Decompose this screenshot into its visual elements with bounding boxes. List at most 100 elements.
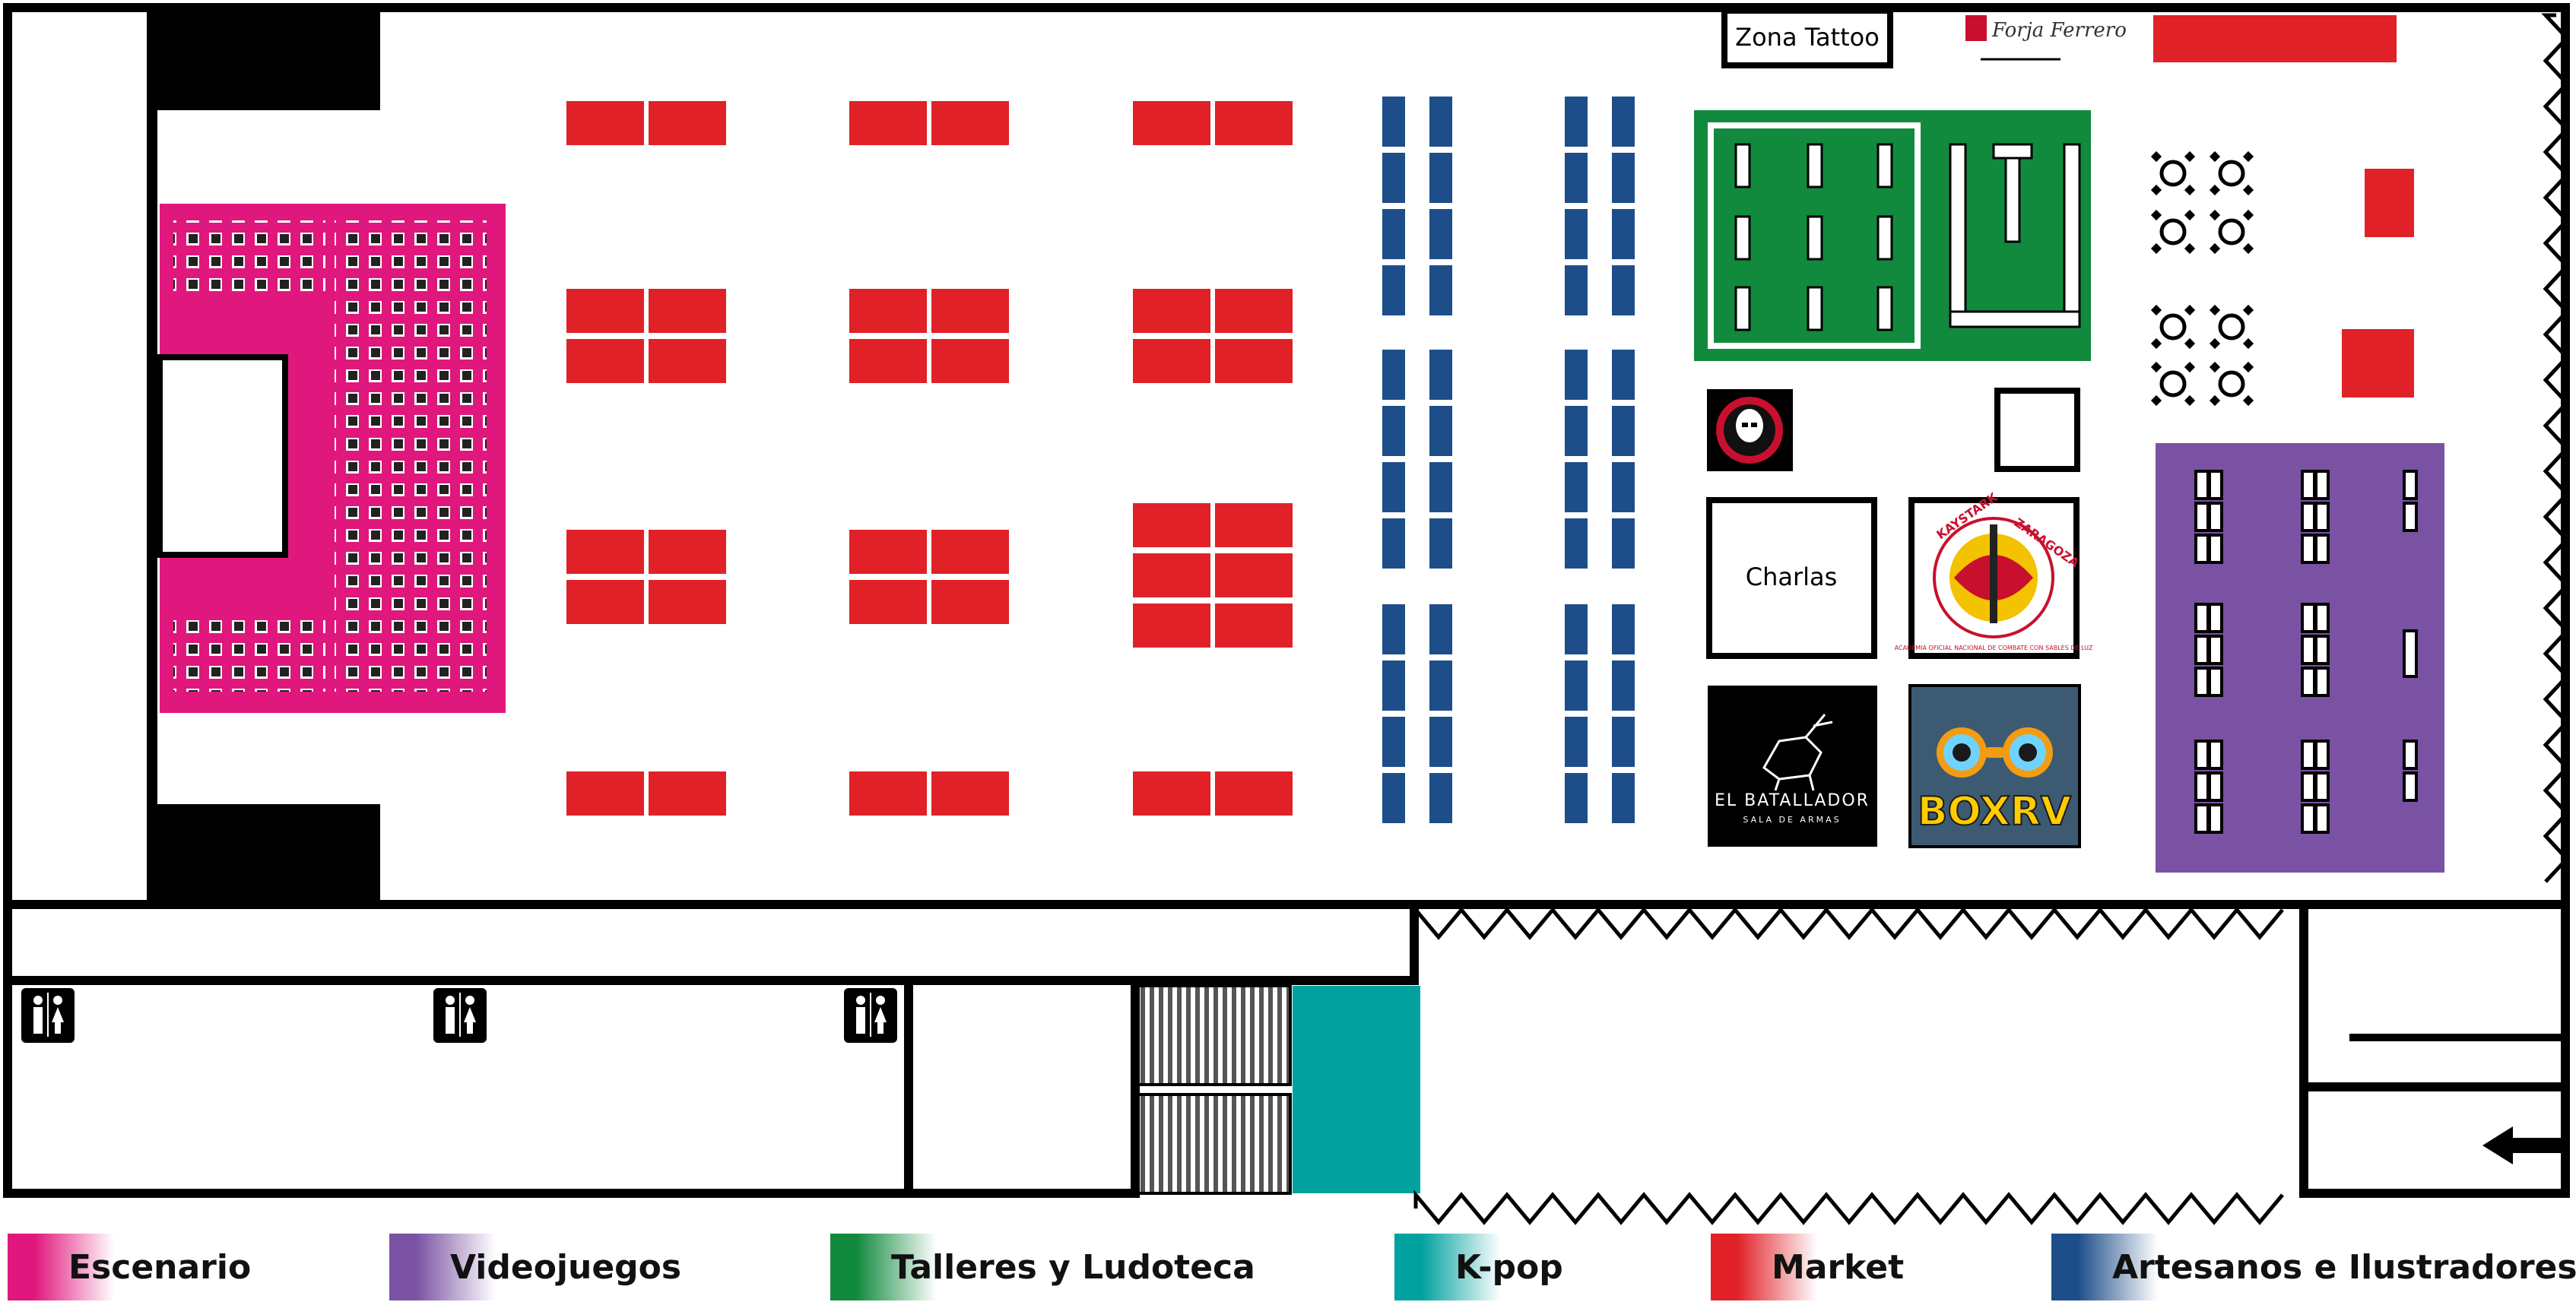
artisan-table — [1382, 97, 1405, 147]
game-station — [2194, 470, 2210, 500]
game-station — [2194, 502, 2210, 532]
workshop-table — [1734, 143, 1751, 188]
artisan-table — [1612, 518, 1635, 569]
forge-logo: Forja Ferrero — [1965, 15, 2127, 61]
artisan-table — [1612, 97, 1635, 147]
game-station — [2314, 803, 2330, 834]
arrow-left-icon — [2482, 1126, 2565, 1164]
market-stall — [649, 289, 726, 333]
artisan-table — [1612, 717, 1635, 767]
artisan-table — [1382, 604, 1405, 654]
partition-walls — [1413, 13, 2570, 1225]
tattoo-zone: Zona Tattoo — [1721, 8, 1893, 68]
artisan-table — [1382, 518, 1405, 569]
lion-logo — [1762, 714, 1833, 791]
artisan-table — [1565, 462, 1588, 512]
artisan-table — [1565, 350, 1588, 400]
artisan-table — [1429, 604, 1452, 654]
artisan-table — [1565, 661, 1588, 711]
market-stall — [931, 530, 1009, 574]
market-stand-right-2 — [2342, 329, 2414, 398]
hall-outline — [3, 3, 2570, 1198]
restroom-icon — [844, 988, 897, 1043]
market-stall — [1133, 553, 1210, 597]
artisan-table — [1429, 773, 1452, 823]
artisan-table — [1565, 209, 1588, 259]
workshop-table — [1807, 143, 1823, 188]
game-station — [2208, 771, 2223, 802]
market-stall — [649, 530, 726, 574]
game-station — [2208, 635, 2223, 665]
game-station — [2301, 502, 2316, 532]
market-stall — [849, 580, 927, 624]
artisan-table — [1612, 604, 1635, 654]
legend-swatch — [1394, 1234, 1501, 1300]
artisan-table — [1612, 153, 1635, 203]
game-station — [2403, 470, 2418, 500]
market-stall — [566, 580, 644, 624]
artisan-table — [1429, 518, 1452, 569]
artisan-table — [1612, 773, 1635, 823]
market-stall — [566, 289, 644, 333]
market-stall — [1215, 339, 1293, 383]
game-station — [2301, 635, 2316, 665]
artisan-table — [1429, 153, 1452, 203]
market-stall — [1133, 101, 1210, 145]
game-station — [2301, 534, 2316, 564]
market-stall — [566, 530, 644, 574]
game-station — [2194, 603, 2210, 633]
market-stall — [566, 101, 644, 145]
game-station — [2403, 502, 2418, 532]
legend-label: K-pop — [1455, 1247, 1563, 1287]
artisan-table — [1612, 661, 1635, 711]
game-station — [2301, 470, 2316, 500]
artisan-table — [1612, 350, 1635, 400]
batallador-subtitle: SALA DE ARMAS — [1743, 815, 1841, 825]
game-station — [2314, 771, 2330, 802]
tattoo-label: Zona Tattoo — [1735, 23, 1880, 52]
game-station — [2403, 629, 2418, 678]
legend-swatch — [2051, 1234, 2158, 1300]
stairs — [1137, 984, 1292, 1195]
game-station — [2301, 803, 2316, 834]
zigzag-wall — [2541, 13, 2570, 883]
legend-label: Escenario — [68, 1247, 252, 1287]
batallador-title: EL BATALLADOR — [1715, 791, 1870, 810]
market-stall — [849, 101, 927, 145]
artisans-area — [1382, 97, 1635, 823]
workshop-table — [1807, 286, 1823, 331]
game-station — [2403, 771, 2418, 802]
market-banner-top — [2153, 15, 2397, 62]
game-station — [2194, 740, 2210, 770]
game-station — [2314, 603, 2330, 633]
workshops-area — [1694, 110, 2091, 361]
forge-logo-text: Forja Ferrero — [1991, 19, 2127, 42]
artisan-table — [1382, 350, 1405, 400]
kaystark-arc-text: ACADEMIA OFICIAL NACIONAL DE COMBATE CON… — [1895, 645, 2093, 651]
market-stall — [649, 101, 726, 145]
market-stall — [849, 339, 927, 383]
artisan-table — [1565, 604, 1588, 654]
workshop-table — [1876, 143, 1893, 188]
market-stall — [931, 101, 1009, 145]
artisan-table — [1565, 265, 1588, 315]
game-station — [2403, 740, 2418, 770]
legend-item: K-pop — [1394, 1234, 1563, 1300]
market-stall — [649, 771, 726, 816]
workshop-table — [1734, 215, 1751, 261]
game-station — [2314, 635, 2330, 665]
artisan-table — [1429, 350, 1452, 400]
market-stall — [1215, 603, 1293, 648]
market-stall — [1215, 503, 1293, 547]
restroom-icon — [21, 988, 75, 1043]
stormtrooper-logo — [1707, 389, 1793, 471]
workshop-table — [1807, 215, 1823, 261]
artisan-table — [1382, 717, 1405, 767]
market-stall — [931, 580, 1009, 624]
market-stand-right-1 — [2365, 169, 2414, 237]
artisan-table — [1612, 265, 1635, 315]
lightsaber-logo — [1990, 524, 1997, 623]
game-station — [2314, 534, 2330, 564]
artisan-table — [1382, 462, 1405, 512]
talks-label: Charlas — [1746, 562, 1838, 591]
